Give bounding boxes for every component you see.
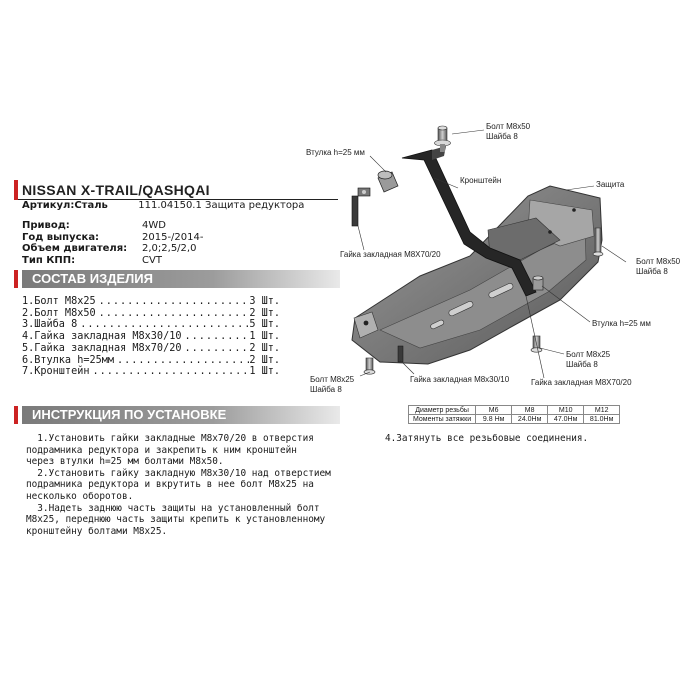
part-qty: 5 Шт. xyxy=(249,319,280,331)
part-name: 6.Втулка h=25мм xyxy=(22,354,115,366)
part-name: 1.Болт M8x25 xyxy=(22,296,96,307)
article-label: Артикул:Сталь xyxy=(22,200,108,211)
part-qty: 2 Шт. xyxy=(249,307,280,319)
instructions-accent xyxy=(14,406,18,424)
torque-table: Диаметр резьбы M6 M8 M10 M12 Моменты зат… xyxy=(407,405,621,424)
spec-list: Привод: 4WD Год выпуска: 2015-/2014- Объем… xyxy=(22,220,203,266)
part-qty: 1 Шт. xyxy=(249,366,280,378)
article-value: 111.04150.1 Защита редуктора xyxy=(138,200,305,211)
part-name: 2.Болт M8x50 xyxy=(22,307,96,319)
bolt-m8x25-right-icon xyxy=(530,335,543,353)
spec-row: Объем двигателя: 2,0;2,5/2,0 xyxy=(22,243,203,255)
spec-value: 4WD xyxy=(142,220,166,231)
part-qty: 3 Шт. xyxy=(249,296,280,307)
part-name: 7.Кронштейн xyxy=(22,366,90,378)
callout-bolt-m8x50-right: Болт M8x50 Шайба 8 xyxy=(636,257,681,276)
torque-value-cell: 81.0Нм xyxy=(583,414,621,424)
spec-value: 2,0;2,5/2,0 xyxy=(142,243,197,254)
parts-list: 1.Болт M8x25............................… xyxy=(22,296,280,378)
callout-bracket: Кронштейн xyxy=(460,176,502,185)
spec-key: Тип КПП: xyxy=(22,254,76,266)
product-title: NISSAN X-TRAIL/QASHQAI xyxy=(22,182,210,198)
bushing-icon xyxy=(377,170,399,193)
bolt-m8x50-icon xyxy=(434,125,451,152)
embedded-nut-icon xyxy=(351,187,371,227)
callout-nut-m8x70-bottom: Гайка закладная M8X70/20 xyxy=(531,378,632,387)
callout-bushing-right: Втулка h=25 мм xyxy=(592,319,651,328)
callout-bolt-m8x25-left: Болт M8x25 Шайба 8 xyxy=(310,375,355,394)
spec-row: Год выпуска: 2015-/2014- xyxy=(22,232,203,244)
list-item: 4.Гайка закладная M8x30/10..............… xyxy=(22,331,280,343)
callout-guard: Защита xyxy=(596,180,625,189)
instruction-step: 1.Установить гайки закладные M8x70/20 в … xyxy=(26,433,314,468)
list-item: 3.Шайба 8...............................… xyxy=(22,319,280,331)
torque-value-row: Моменты затяжки 9.8 Нм 24.0Нм 47.0Нм 81.… xyxy=(407,414,621,424)
part-name: 4.Гайка закладная M8x30/10 xyxy=(22,331,182,343)
spec-value: 2015-/2014- xyxy=(142,231,204,243)
leader-dots: ....................................... xyxy=(92,366,250,378)
composition-header: СОСТАВ ИЗДЕЛИЯ xyxy=(22,270,340,288)
callout-bolt-m8x50-top: Болт M8x50 Шайба 8 xyxy=(486,122,531,141)
part-qty: 2 Шт. xyxy=(249,354,280,366)
bushing-right-icon xyxy=(532,275,544,291)
spec-key: Привод: xyxy=(22,220,70,231)
part-name: 5.Гайка закладная M8x70/20 xyxy=(22,342,182,354)
part-name: 3.Шайба 8 xyxy=(22,319,78,331)
instructions-header: ИНСТРУКЦИЯ ПО УСТАНОВКЕ xyxy=(22,406,340,424)
leader-dots: ....................................... xyxy=(98,307,250,319)
spec-key: Объем двигателя: xyxy=(22,243,128,254)
instruction-step-4: 4.Затянуть все резьбовые соединения. xyxy=(385,433,589,444)
bolt-m8x25-left-icon xyxy=(363,357,376,375)
callout-nut-m8x30: Гайка закладная M8x30/10 xyxy=(410,375,510,384)
instructions-text: 1.Установить гайки закладные M8x70/20 в … xyxy=(26,433,376,537)
leader-dots: ....................................... xyxy=(98,296,250,307)
spec-row: Привод: 4WD xyxy=(22,220,203,232)
spec-row: Тип КПП: CVT xyxy=(22,255,203,267)
list-item: 7.Кронштейн.............................… xyxy=(22,366,280,378)
leader-dots: ....................................... xyxy=(80,319,250,331)
part-qty: 2 Шт. xyxy=(249,342,280,354)
bolt-m8x50-right-icon xyxy=(592,227,604,257)
leader-dots: ....................................... xyxy=(184,331,249,343)
spec-value: CVT xyxy=(142,254,162,266)
instruction-step: 2.Установить гайку закладную M8x30/10 на… xyxy=(26,467,331,502)
list-item: 2.Болт M8x50............................… xyxy=(22,308,280,320)
torque-value-cell: Моменты затяжки xyxy=(407,414,477,424)
list-item: 5.Гайка закладная M8x70/20..............… xyxy=(22,343,280,355)
leader-dots: ....................................... xyxy=(184,342,249,354)
list-item: 6.Втулка h=25мм.........................… xyxy=(22,355,280,367)
spec-key: Год выпуска: xyxy=(22,231,100,243)
embedded-nut-bottom-icon xyxy=(397,345,404,363)
callout-bolt-m8x25-right: Болт M8x25 Шайба 8 xyxy=(566,350,611,369)
callout-nut-m8x70-left: Гайка закладная M8X70/20 xyxy=(340,250,441,259)
skid-plate xyxy=(351,185,603,365)
title-divider xyxy=(18,199,338,200)
callout-bushing-top: Втулка h=25 мм xyxy=(306,148,365,157)
leader-lines xyxy=(357,129,627,379)
list-item: 1.Болт M8x25............................… xyxy=(22,296,280,308)
title-accent xyxy=(14,180,18,200)
composition-accent xyxy=(14,270,18,288)
part-qty: 1 Шт. xyxy=(249,331,280,343)
article-line: Артикул:Сталь 111.04150.1 Защита редукто… xyxy=(22,200,304,211)
leader-dots: ....................................... xyxy=(117,354,250,366)
instruction-step: 3.Надеть заднюю часть защиты на установл… xyxy=(26,502,326,537)
